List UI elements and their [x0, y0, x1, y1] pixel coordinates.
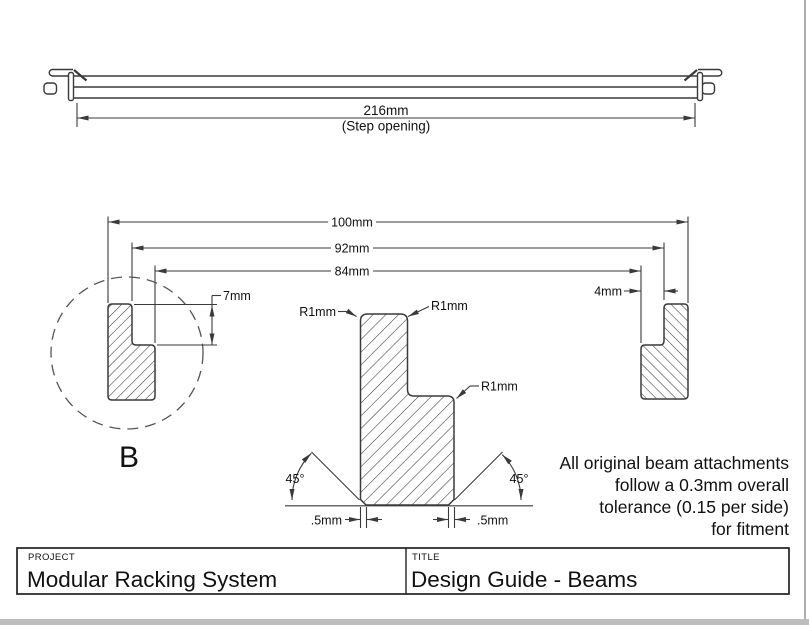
- project-value: Modular Racking System: [27, 567, 277, 592]
- beam-right-hook: [683, 68, 723, 102]
- fillet-label: R1mm: [299, 305, 336, 319]
- center-profile: [359, 313, 455, 506]
- angle-45-left: 45°: [286, 451, 360, 501]
- leader-r1mm-top-left: R1mm: [299, 305, 357, 319]
- note-line-4: for fitment: [711, 519, 789, 539]
- angle-left-value: 45°: [286, 472, 305, 486]
- dim-84mm-value: 84mm: [335, 265, 370, 279]
- fitment-note: All original beam attachments follow a 0…: [559, 453, 789, 539]
- dim-step-opening-value: 216mm: [363, 103, 408, 118]
- dim-4mm-value: 4mm: [594, 285, 622, 299]
- page-bottom-shadow: [0, 619, 809, 625]
- right-hook-section: [640, 303, 689, 400]
- dim-92mm-value: 92mm: [335, 242, 370, 256]
- project-label: PROJECT: [28, 552, 75, 563]
- dim-step-opening-note: (Step opening): [342, 119, 431, 134]
- beam-left-hook: [43, 68, 88, 102]
- dim-92mm: 92mm: [131, 241, 665, 301]
- note-line-1: All original beam attachments: [559, 453, 789, 473]
- leader-r1mm-step: R1mm: [456, 380, 518, 399]
- title-block: PROJECT Modular Racking System TITLE Des…: [16, 547, 790, 595]
- dim-4mm: 4mm: [594, 285, 678, 299]
- dim-84mm: 84mm: [154, 264, 642, 343]
- dim-100mm: 100mm: [107, 215, 689, 303]
- fillet-label: R1mm: [431, 299, 468, 313]
- dim-7mm-value: 7mm: [223, 289, 251, 303]
- dim-chamfer-left: .5mm: [311, 507, 382, 528]
- chamfer-right-value: .5mm: [477, 514, 508, 528]
- angle-45-right: 45°: [454, 451, 529, 501]
- dim-chamfer-right: .5mm: [433, 507, 508, 528]
- detail-circle: [50, 276, 204, 430]
- dim-100mm-value: 100mm: [331, 216, 373, 230]
- right-hook-profile: [640, 303, 689, 400]
- detail-label: B: [119, 441, 139, 474]
- title-label: TITLE: [412, 552, 440, 563]
- left-hook-section: B: [50, 276, 204, 474]
- title-value: Design Guide - Beams: [411, 567, 637, 592]
- note-line-2: follow a 0.3mm overall: [615, 475, 789, 495]
- leader-r1mm-top-right: R1mm: [407, 299, 468, 317]
- beam-top-view: [43, 68, 723, 102]
- dim-step-opening: 216mm (Step opening): [76, 103, 696, 134]
- dim-7mm: 7mm: [134, 289, 251, 346]
- chamfer-left-value: .5mm: [311, 514, 342, 528]
- note-line-3: tolerance (0.15 per side): [599, 497, 789, 517]
- center-section: [285, 313, 533, 507]
- left-hook-profile: [107, 303, 156, 401]
- fillet-label: R1mm: [481, 380, 518, 394]
- angle-right-value: 45°: [510, 472, 529, 486]
